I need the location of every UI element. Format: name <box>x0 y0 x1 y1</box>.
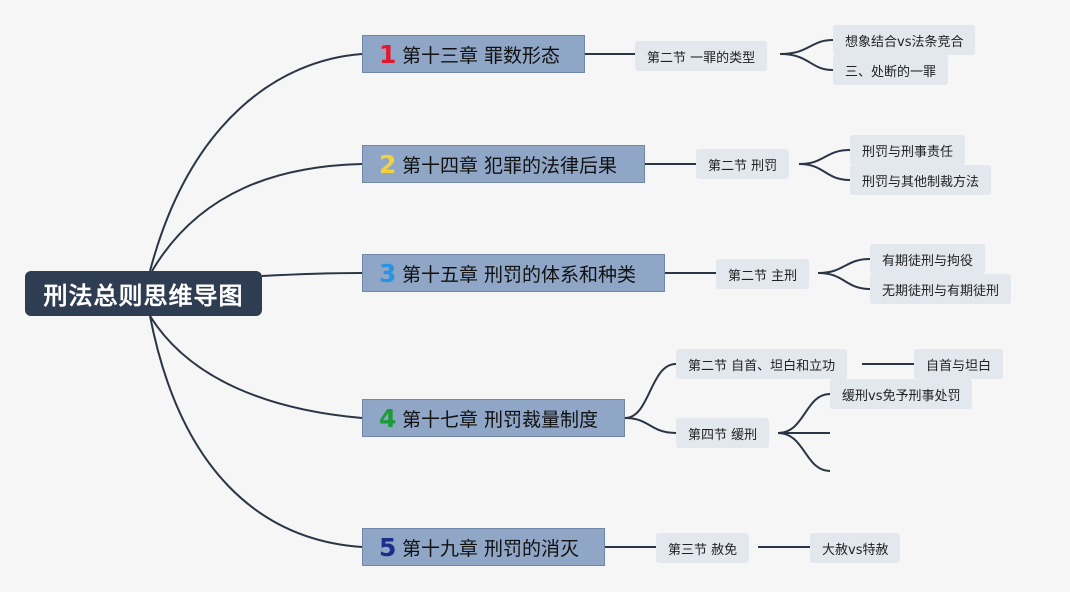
chapter-19-node[interactable]: 5 第十九章 刑罚的消灭 <box>362 528 605 566</box>
connector-path <box>624 417 677 434</box>
chapter-number: 4 <box>379 403 397 433</box>
connector-path <box>817 272 871 290</box>
chapter-number: 1 <box>379 39 397 69</box>
section-node[interactable]: 第二节 一罪的类型 <box>635 41 768 71</box>
leaf-node[interactable]: 有期徒刑与拘役 <box>870 244 986 274</box>
section-node[interactable]: 第二节 刑罚 <box>696 149 790 179</box>
leaf-node[interactable]: 无期徒刑与有期徒刑 <box>870 274 1012 304</box>
connector-path <box>777 432 831 472</box>
root-topic[interactable]: 刑法总则思维导图 <box>25 271 262 316</box>
leaf-node[interactable]: 大赦vs特赦 <box>810 533 901 563</box>
connector-path <box>779 53 834 71</box>
leaf-node[interactable]: 刑罚与其他制裁方法 <box>850 165 992 195</box>
connector-path <box>817 258 871 274</box>
connector-path <box>624 363 677 419</box>
chapter-15-node[interactable]: 3 第十五章 刑罚的体系和种类 <box>362 254 665 292</box>
connector-path <box>261 272 363 277</box>
chapter-17-node[interactable]: 4 第十七章 刑罚裁量制度 <box>362 399 625 437</box>
leaf-node[interactable]: 缓刑vs免予刑事处罚 <box>830 379 973 409</box>
leaf-node[interactable]: 刑罚与刑事责任 <box>850 135 966 165</box>
chapter-title: 第十七章 刑罚裁量制度 <box>402 408 599 431</box>
connector-path <box>149 315 363 548</box>
chapter-number: 2 <box>379 149 397 179</box>
leaf-node[interactable]: 想象结合vs法条竞合 <box>833 25 976 55</box>
connector-path <box>798 163 851 181</box>
chapter-title: 第十五章 刑罚的体系和种类 <box>402 263 637 286</box>
connector-path <box>777 393 831 434</box>
chapter-title: 第十四章 犯罪的法律后果 <box>402 154 618 177</box>
leaf-node[interactable]: 自首与坦白 <box>914 349 1004 379</box>
section-node[interactable]: 第三节 赦免 <box>656 533 750 563</box>
chapter-number: 5 <box>379 532 397 562</box>
section-node[interactable]: 第四节 缓刑 <box>676 418 770 448</box>
chapter-title: 第十三章 罪数形态 <box>402 44 561 67</box>
connector-path <box>149 53 363 272</box>
section-node[interactable]: 第二节 主刑 <box>716 259 810 289</box>
section-node[interactable]: 第二节 自首、坦白和立功 <box>676 349 848 379</box>
connector-path <box>798 149 851 165</box>
connector-path <box>779 39 834 55</box>
connector-path <box>151 163 363 272</box>
chapter-13-node[interactable]: 1 第十三章 罪数形态 <box>362 35 585 73</box>
leaf-node[interactable]: 三、处断的一罪 <box>833 55 949 85</box>
chapter-14-node[interactable]: 2 第十四章 犯罪的法律后果 <box>362 145 645 183</box>
chapter-number: 3 <box>379 258 397 288</box>
connector-path <box>149 315 363 419</box>
chapter-title: 第十九章 刑罚的消灭 <box>402 537 580 560</box>
